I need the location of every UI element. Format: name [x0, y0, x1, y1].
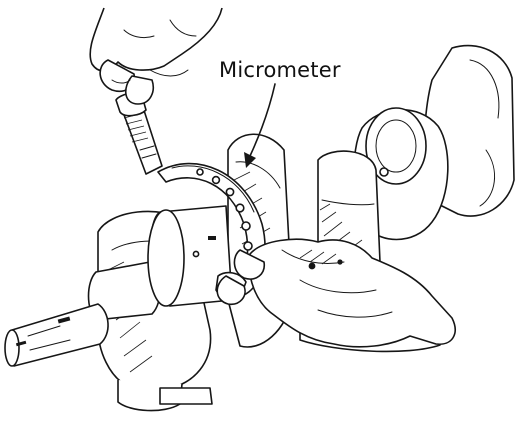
callout-leader [244, 83, 276, 168]
crank-pin [147, 205, 233, 307]
micrometer-label: Micrometer [219, 58, 341, 82]
upper-hand [89, 7, 223, 105]
micrometer-thimble [115, 92, 163, 175]
shaft-nose [4, 261, 161, 367]
lower-hand [216, 238, 456, 348]
